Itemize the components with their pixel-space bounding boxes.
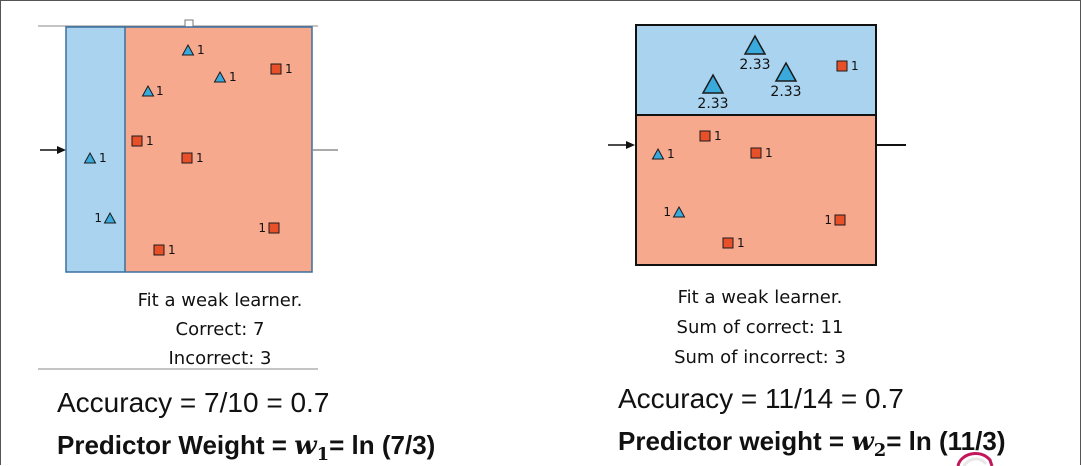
point-weight-label: 1 <box>851 59 859 73</box>
right-weight-sub: 2 <box>873 440 887 462</box>
left-region-border <box>65 26 313 273</box>
point-weight-label: 1 <box>667 147 675 161</box>
point-weight-label: 1 <box>737 236 745 250</box>
right-weight-suffix: = ln (11/3) <box>886 426 1006 456</box>
point-weight-label: 1 <box>94 211 102 225</box>
left-diagram: 1 1 1 1 1 1 1 1 1 1 <box>38 19 338 370</box>
triangle-point-icon <box>743 34 767 55</box>
point-weight-label: 1 <box>258 221 266 235</box>
left-predictor-weight: Predictor Weight = w1= ln (7/3) <box>57 430 435 465</box>
square-point-icon <box>131 135 143 147</box>
left-weight-symbol: w1 <box>294 431 329 465</box>
triangle-point-icon <box>83 151 97 164</box>
point-weight-label: 1 <box>824 213 832 227</box>
point-weight-label: 1 <box>765 146 773 160</box>
left-blue-region <box>66 27 125 272</box>
point-weight-label: 1 <box>714 129 722 143</box>
left-weight-suffix: = ln (7/3) <box>329 430 436 460</box>
right-weight-symbol: w2 <box>851 427 886 461</box>
square-point-icon <box>722 237 734 249</box>
triangle-point-icon <box>672 205 686 218</box>
point-weight-label: 1 <box>146 134 154 148</box>
square-point-icon <box>699 130 711 142</box>
left-red-region <box>125 27 312 272</box>
square-point-icon <box>836 60 848 72</box>
point-weight-label: 2.33 <box>739 57 770 73</box>
square-point-icon <box>750 147 762 159</box>
right-region-border <box>635 24 877 266</box>
point-weight-label: 1 <box>285 62 293 76</box>
left-weight-var: w <box>294 431 317 461</box>
left-weight-prefix: Predictor Weight = <box>57 430 295 460</box>
right-predictor-weight: Predictor weight = w2= ln (11/3) <box>618 426 1005 461</box>
point-weight-label: 1 <box>156 84 164 98</box>
right-weight-prefix: Predictor weight = <box>618 426 852 456</box>
right-weight-var: w <box>851 427 874 457</box>
right-caption-line: Sum of incorrect: 3 <box>674 347 846 368</box>
left-weight-sub: 1 <box>316 444 330 466</box>
triangle-point-icon <box>774 61 798 82</box>
square-point-icon <box>268 222 280 234</box>
square-point-icon <box>153 244 165 256</box>
point-weight-label: 1 <box>99 151 107 165</box>
right-input-arrowhead <box>626 141 635 149</box>
point-weight-label: 1 <box>663 205 671 219</box>
point-weight-label: 1 <box>168 243 176 257</box>
left-input-arrowhead <box>57 146 66 154</box>
right-caption-line: Fit a weak learner. <box>677 287 843 308</box>
point-weight-label: 1 <box>229 70 237 84</box>
right-caption: Fit a weak learner. Sum of correct: 11 S… <box>600 283 920 373</box>
square-point-icon <box>834 214 846 226</box>
triangle-point-icon <box>651 147 665 160</box>
right-accuracy: Accuracy = 11/14 = 0.7 <box>618 383 904 414</box>
right-red-region <box>636 115 876 265</box>
square-point-icon <box>181 152 193 164</box>
point-weight-label: 2.33 <box>697 96 728 112</box>
left-caption: Fit a weak learner. Correct: 7 Incorrect… <box>60 286 380 373</box>
left-caption-line: Correct: 7 <box>175 319 265 340</box>
right-caption-line: Sum of correct: 11 <box>676 317 844 338</box>
point-weight-label: 1 <box>197 43 205 57</box>
left-caption-line: Incorrect: 3 <box>168 348 272 369</box>
triangle-point-icon <box>141 84 155 97</box>
triangle-point-icon <box>103 211 117 224</box>
pen-annotation <box>956 451 994 466</box>
triangle-point-icon <box>213 70 227 83</box>
point-weight-label: 2.33 <box>770 84 801 100</box>
triangle-point-icon <box>701 73 725 94</box>
square-point-icon <box>270 63 282 75</box>
point-weight-label: 1 <box>196 151 204 165</box>
triangle-point-icon <box>181 43 195 56</box>
left-accuracy: Accuracy = 7/10 = 0.7 <box>57 387 330 418</box>
left-caption-line: Fit a weak learner. <box>137 290 303 311</box>
